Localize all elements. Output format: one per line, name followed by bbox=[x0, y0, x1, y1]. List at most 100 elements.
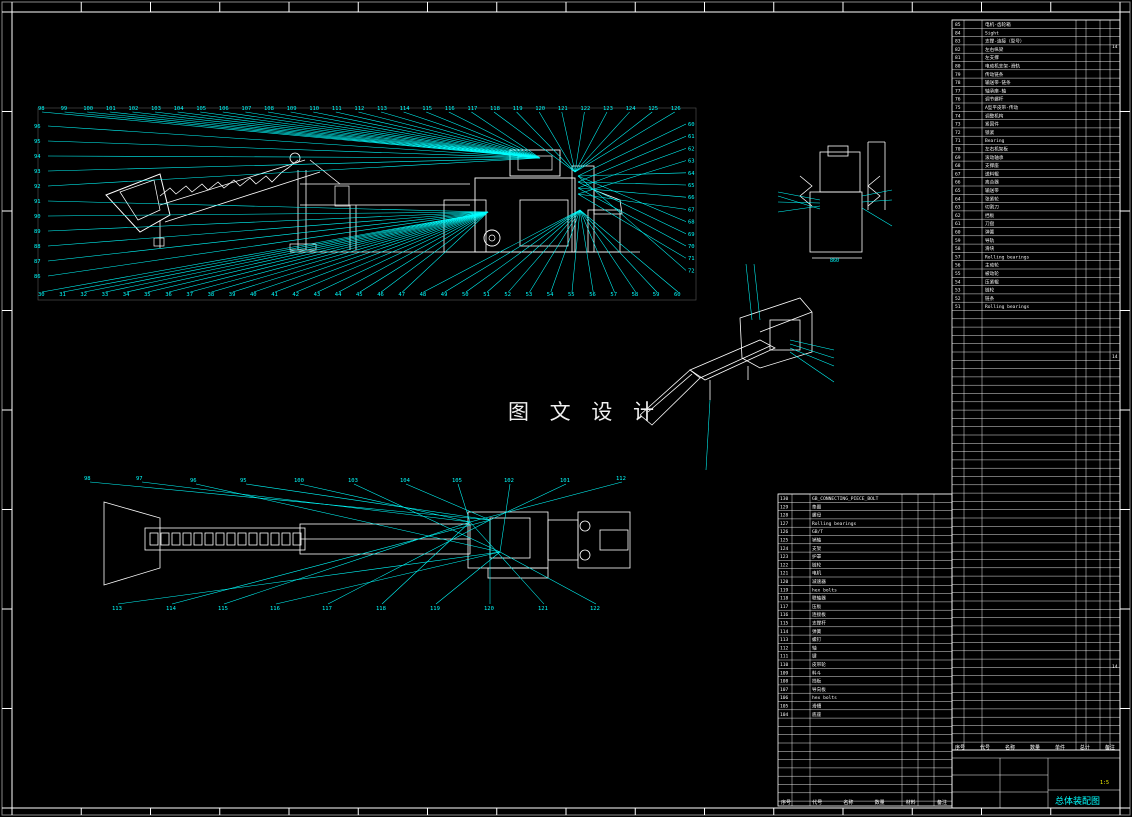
leader-bottom-row bbox=[126, 211, 489, 293]
parts-lower-no: 129 bbox=[780, 504, 789, 510]
parts-right-name: Sight bbox=[985, 30, 999, 36]
callout-plan: 96 bbox=[190, 478, 197, 484]
parts-lower-name: 垫圈 bbox=[812, 503, 822, 510]
side-view-leaders bbox=[41, 111, 687, 293]
callout-top-row: 101 bbox=[106, 106, 116, 112]
plan-belt-slat bbox=[215, 532, 225, 546]
callout-left-col: 87 bbox=[34, 259, 41, 265]
callout-right-col: 61 bbox=[688, 134, 695, 140]
parts-lower-name: 挡板 bbox=[812, 678, 822, 685]
leader-bottom-row bbox=[63, 211, 489, 293]
callout-plan: 101 bbox=[560, 478, 570, 484]
parts-right-no: 56 bbox=[955, 263, 961, 269]
leader-plan bbox=[499, 483, 511, 553]
callout-right-col: 60 bbox=[688, 122, 695, 128]
parts-right-no: 69 bbox=[955, 155, 961, 161]
callout-right-col: 63 bbox=[688, 159, 695, 165]
callout-top-row: 115 bbox=[422, 106, 432, 112]
parts-right-qty: 14 bbox=[1112, 354, 1118, 360]
parts-right-no: 70 bbox=[955, 147, 961, 153]
callout-top-row: 124 bbox=[626, 106, 637, 112]
parts-right-name: 左支撑 bbox=[985, 54, 999, 61]
parts-lower-name: 底座 bbox=[812, 711, 822, 718]
leader-plan bbox=[381, 521, 471, 605]
parts-right-name: 滑块 bbox=[985, 245, 995, 252]
leader-top-row bbox=[177, 111, 541, 159]
leader-bottom-row bbox=[190, 211, 489, 293]
parts-right-no: 65 bbox=[955, 188, 961, 194]
callout-top-row: 111 bbox=[332, 106, 342, 112]
hdr-qty: 数量 bbox=[1029, 745, 1040, 751]
callout-top-row: 123 bbox=[603, 106, 613, 112]
parts-lower-no: 114 bbox=[780, 629, 789, 635]
callout-left-col: 96 bbox=[34, 124, 41, 130]
callout-bottom-row: 37 bbox=[186, 292, 193, 298]
callout-left-col: 93 bbox=[34, 169, 41, 175]
callout-bottom-row: 38 bbox=[208, 292, 215, 298]
callout-plan: 102 bbox=[504, 478, 514, 484]
callout-bottom-row: 39 bbox=[229, 292, 236, 298]
callout-left-col: 92 bbox=[34, 184, 41, 190]
parts-lower-name: 螺母 bbox=[812, 512, 822, 519]
callout-bottom-row: 52 bbox=[504, 292, 511, 298]
callout-bottom-row: 34 bbox=[123, 292, 130, 298]
parts-lower-no: 106 bbox=[780, 695, 789, 701]
callout-plan: 100 bbox=[294, 478, 304, 484]
leader-iso-right bbox=[789, 343, 835, 359]
callout-top-row: 106 bbox=[219, 106, 229, 112]
parts-lower-no: 120 bbox=[780, 579, 789, 585]
callout-plan: 121 bbox=[538, 606, 548, 612]
leader-bottom-row bbox=[317, 211, 489, 293]
leader-bottom-row bbox=[359, 211, 489, 293]
parts-lower-name: hex bolts bbox=[812, 695, 837, 701]
leader-plan bbox=[141, 481, 471, 523]
callout-right-col: 64 bbox=[688, 171, 695, 177]
parts-right-no: 82 bbox=[955, 47, 961, 53]
callout-right-col: 71 bbox=[688, 256, 695, 262]
callout-top-row: 102 bbox=[128, 106, 138, 112]
parts-right-qty: 14 bbox=[1112, 664, 1118, 670]
parts-right-no: 72 bbox=[955, 130, 961, 136]
leader-plan bbox=[327, 519, 491, 605]
leader-plan bbox=[435, 551, 501, 605]
plan-ext bbox=[487, 567, 549, 579]
iso-box bbox=[769, 319, 801, 351]
parts-lower-name: 支架 bbox=[812, 545, 822, 552]
hdr-no: 序号 bbox=[955, 745, 966, 751]
end-view-left-fins bbox=[799, 175, 813, 207]
leader-right-col bbox=[577, 193, 687, 210]
leader-right-col bbox=[577, 193, 687, 259]
parts-right-qty: 14 bbox=[1112, 44, 1118, 50]
parts-lower-name: Rolling bearings bbox=[812, 521, 856, 527]
end-view-cap bbox=[827, 145, 849, 157]
parts-right-no: 62 bbox=[955, 213, 961, 219]
leader-right-col bbox=[577, 172, 687, 177]
callout-bottom-row: 47 bbox=[398, 292, 405, 298]
callout-bottom-row: 50 bbox=[462, 292, 469, 298]
callout-top-row: 116 bbox=[445, 106, 455, 112]
callout-bottom-row: 36 bbox=[165, 292, 172, 298]
plan-belt-slat bbox=[226, 532, 236, 546]
leader-bottom-row bbox=[169, 211, 489, 293]
motor-box bbox=[519, 199, 569, 247]
parts-lower-name: 滑槽 bbox=[812, 703, 822, 710]
parts-lower-name: 导向板 bbox=[812, 686, 826, 693]
incline-rail-upper bbox=[159, 159, 306, 206]
callout-plan: 95 bbox=[240, 478, 247, 484]
parts-right-no: 58 bbox=[955, 246, 961, 252]
title-block-scale: 1:5 bbox=[1100, 780, 1110, 786]
callout-top-row: 109 bbox=[287, 106, 297, 112]
leader-right-col bbox=[577, 135, 687, 183]
parts-right-name: 锁紧 bbox=[985, 129, 995, 136]
parts-right-name: 链轮 bbox=[985, 287, 995, 294]
callout-top-row: 119 bbox=[513, 106, 523, 112]
parts-right-no: 59 bbox=[955, 238, 961, 244]
leader-left-col bbox=[47, 211, 489, 277]
base-foot-left bbox=[289, 243, 317, 251]
leader-left-col bbox=[47, 157, 541, 187]
leader-bottom-row bbox=[508, 209, 581, 293]
callout-top-row: 125 bbox=[648, 106, 658, 112]
leader-right-col bbox=[577, 148, 687, 189]
